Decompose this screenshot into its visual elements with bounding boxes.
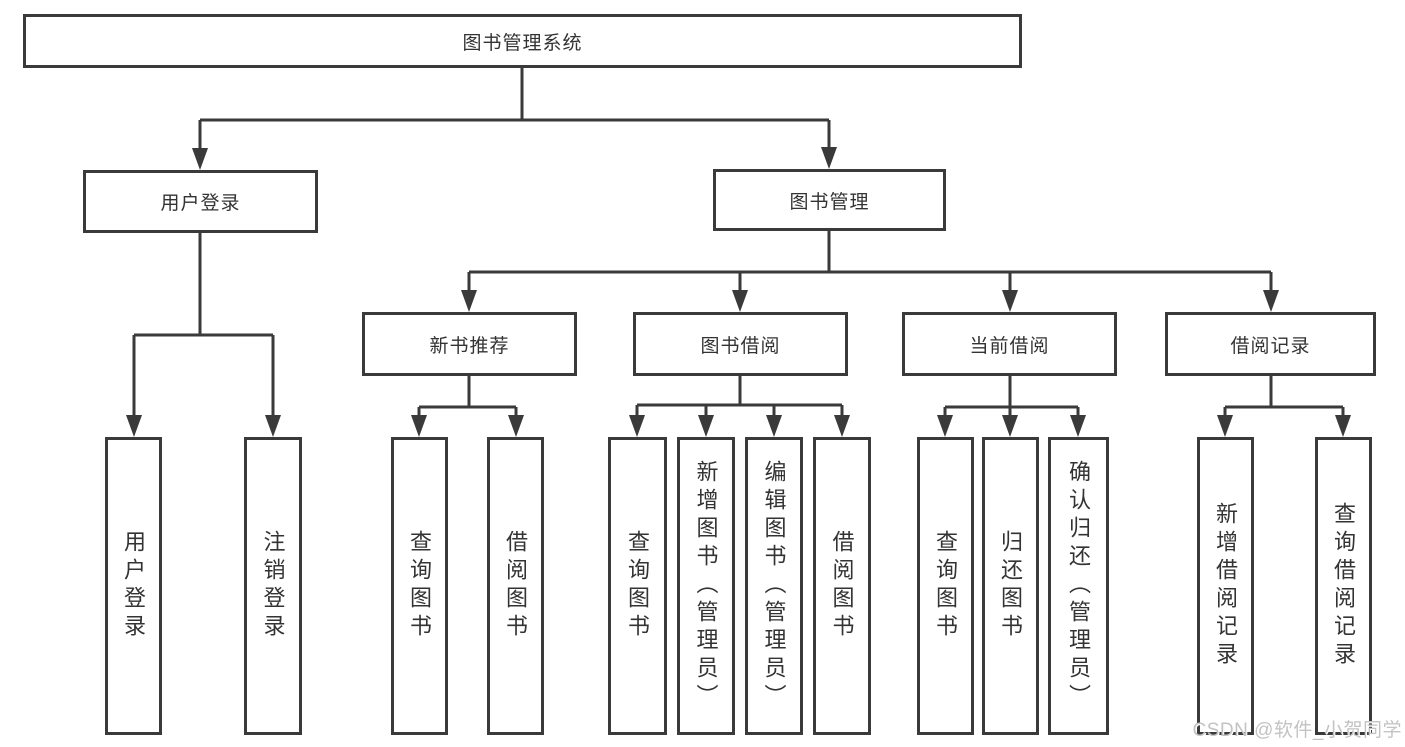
node-user-login: 用户登录 bbox=[83, 170, 318, 233]
leaf-edit-book-admin: 编辑图书（管理员） bbox=[745, 437, 803, 735]
leaf-borrow-books-recommend: 借阅图书 bbox=[487, 437, 544, 735]
leaf-query-books-current: 查询图书 bbox=[917, 437, 974, 735]
leaf-logout: 注销登录 bbox=[244, 437, 302, 735]
node-label: 图书管理 bbox=[789, 191, 870, 213]
connector-user-login-to-leaves bbox=[126, 233, 281, 437]
node-label: 当前借阅 bbox=[969, 335, 1050, 357]
leaf-borrow-books: 借阅图书 bbox=[813, 437, 871, 735]
leaf-label: 用户登录 bbox=[121, 530, 147, 642]
connector-book-borrowing-to-leaves bbox=[629, 376, 850, 437]
leaf-label: 注销登录 bbox=[260, 530, 286, 642]
leaf-add-book-admin: 新增图书（管理员） bbox=[677, 437, 735, 735]
node-new-book-recommendation: 新书推荐 bbox=[362, 312, 577, 376]
connector-root-to-level2 bbox=[192, 68, 837, 170]
node-book-borrowing: 图书借阅 bbox=[633, 312, 848, 376]
node-label: 图书管理系统 bbox=[462, 32, 583, 54]
leaf-add-borrow-record: 新增借阅记录 bbox=[1197, 437, 1254, 735]
leaf-label: 借阅图书 bbox=[829, 530, 855, 642]
connector-borrowing-records-to-leaves bbox=[1217, 376, 1351, 437]
node-book-management: 图书管理 bbox=[713, 169, 946, 231]
leaf-label: 编辑图书（管理员） bbox=[761, 460, 787, 712]
leaf-label: 借阅图书 bbox=[503, 530, 529, 642]
leaf-label: 查询图书 bbox=[933, 530, 959, 642]
node-label: 借阅记录 bbox=[1230, 335, 1311, 357]
leaf-label: 确认归还（管理员） bbox=[1066, 460, 1092, 712]
node-library-management-system: 图书管理系统 bbox=[23, 14, 1022, 68]
connector-current-borrowing-to-leaves bbox=[937, 376, 1086, 437]
leaf-query-books-borrowing: 查询图书 bbox=[608, 437, 667, 735]
leaf-confirm-return-admin: 确认归还（管理员） bbox=[1048, 437, 1109, 735]
leaf-label: 新增图书（管理员） bbox=[693, 460, 719, 712]
leaf-label: 查询图书 bbox=[625, 530, 651, 642]
leaf-query-books-recommend: 查询图书 bbox=[391, 437, 448, 735]
leaf-query-borrow-record: 查询借阅记录 bbox=[1315, 437, 1372, 735]
leaf-label: 新增借阅记录 bbox=[1213, 502, 1239, 670]
node-current-borrowing: 当前借阅 bbox=[902, 312, 1117, 376]
leaf-label: 查询图书 bbox=[407, 530, 433, 642]
connector-book-management-to-level3 bbox=[461, 231, 1279, 312]
connector-new-book-to-leaves bbox=[411, 376, 524, 437]
node-label: 新书推荐 bbox=[429, 335, 510, 357]
csdn-watermark: CSDN @软件_小贺同学 bbox=[1192, 720, 1402, 741]
leaf-user-login: 用户登录 bbox=[105, 437, 162, 735]
leaf-label: 查询借阅记录 bbox=[1331, 502, 1357, 670]
node-label: 用户登录 bbox=[160, 193, 241, 214]
node-borrowing-records: 借阅记录 bbox=[1165, 312, 1376, 376]
node-label: 图书借阅 bbox=[700, 335, 781, 357]
leaf-return-books: 归还图书 bbox=[982, 437, 1039, 735]
leaf-label: 归还图书 bbox=[998, 530, 1024, 642]
